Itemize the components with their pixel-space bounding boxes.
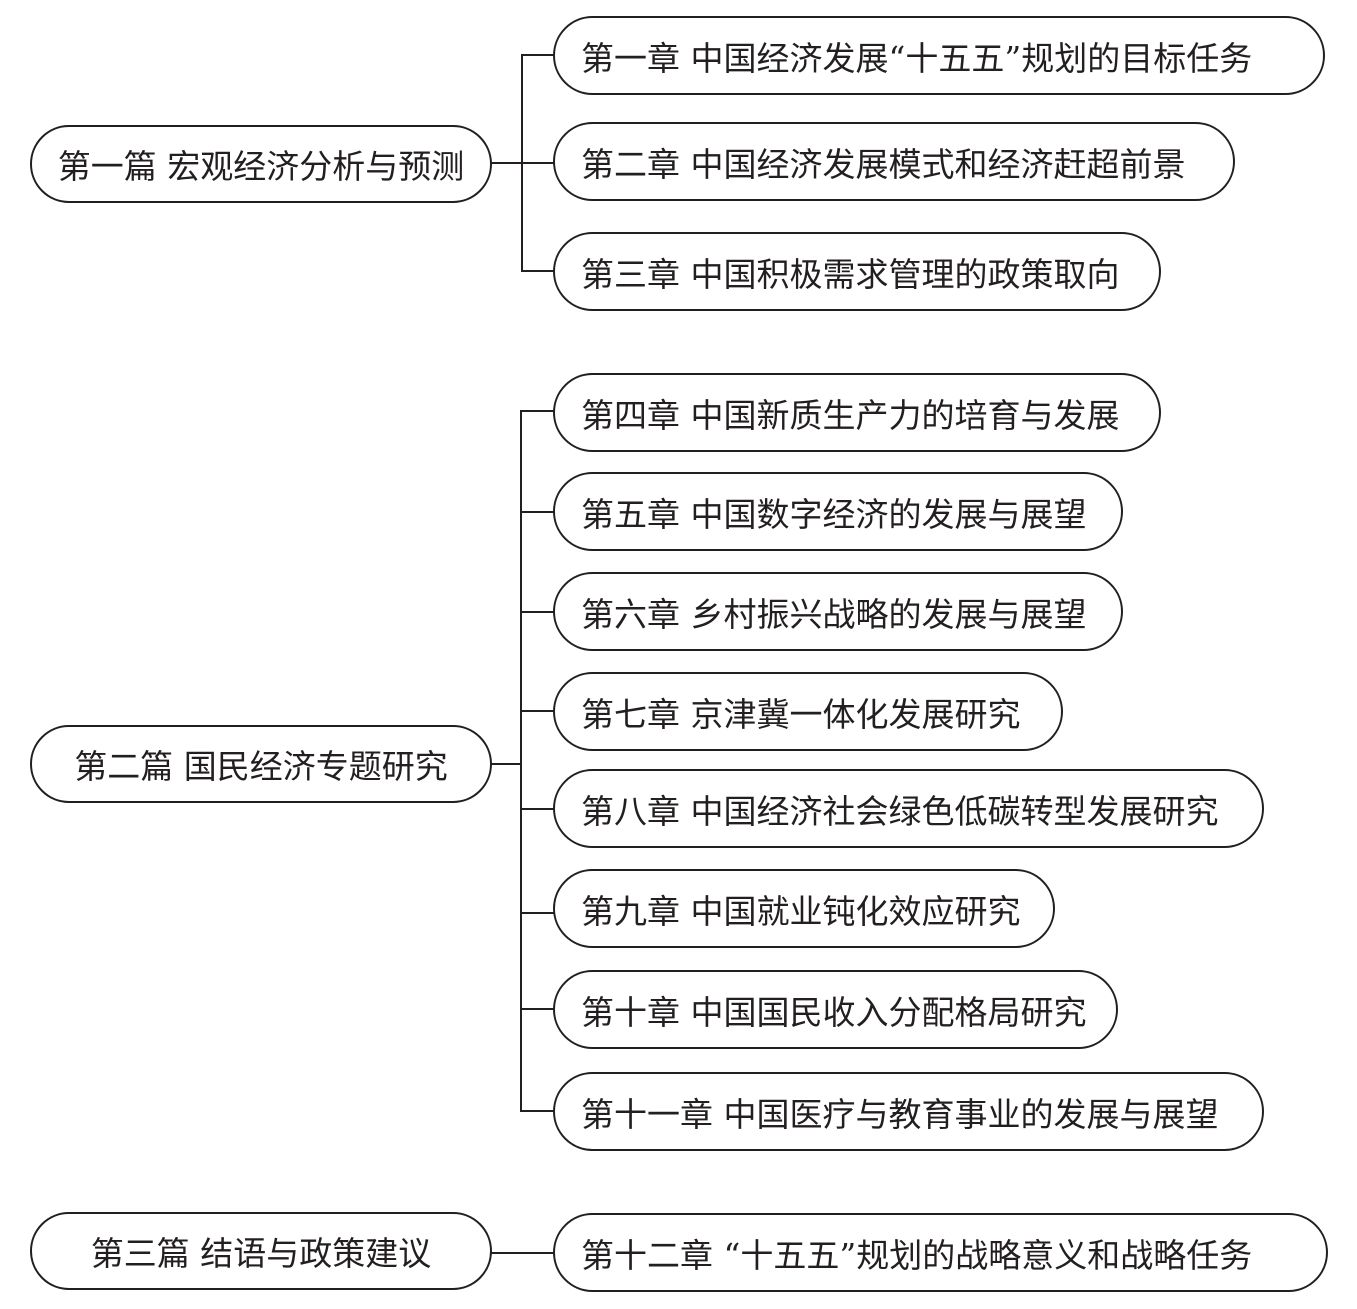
- chapter-label: 第五章 中国数字经济的发展与展望: [581, 494, 1087, 534]
- part-label: 第三篇 结语与政策建议: [90, 1234, 432, 1273]
- connector-ch11: [520, 1110, 555, 1112]
- connector-ch6: [520, 611, 555, 613]
- connector-part2-spine: [520, 410, 522, 1112]
- chapter-node-1: 第一章 中国经济发展“十五五”规划的目标任务: [553, 16, 1325, 95]
- chapter-label: 第十章 中国国民收入分配格局研究: [581, 992, 1087, 1032]
- chapter-node-3: 第三章 中国积极需求管理的政策取向: [553, 232, 1161, 311]
- chapter-node-2: 第二章 中国经济发展模式和经济赶超前景: [553, 122, 1235, 201]
- connector-ch9: [520, 912, 555, 914]
- chapter-node-7: 第七章 京津冀一体化发展研究: [553, 672, 1063, 751]
- connector-part2-trunk: [490, 763, 522, 765]
- chapter-node-8: 第八章 中国经济社会绿色低碳转型发展研究: [553, 769, 1264, 848]
- connector-ch2: [521, 162, 555, 164]
- part-node-1: 第一篇 宏观经济分析与预测: [30, 125, 492, 203]
- chapter-label: 第一章 中国经济发展“十五五”规划的目标任务: [581, 38, 1253, 78]
- chapter-label: 第九章 中国就业钝化效应研究: [581, 891, 1021, 931]
- chapter-label: 第八章 中国经济社会绿色低碳转型发展研究: [581, 791, 1219, 831]
- connector-ch8: [520, 808, 555, 810]
- part-node-2: 第二篇 国民经济专题研究: [30, 725, 492, 803]
- connector-ch5: [520, 511, 555, 513]
- chapter-label: 第六章 乡村振兴战略的发展与展望: [581, 594, 1087, 634]
- connector-ch10: [520, 1008, 555, 1010]
- connector-ch3: [521, 270, 555, 272]
- chapter-node-12: 第十二章 “十五五”规划的战略意义和战略任务: [553, 1213, 1328, 1292]
- part-label: 第一篇 宏观经济分析与预测: [57, 147, 465, 186]
- chapter-node-9: 第九章 中国就业钝化效应研究: [553, 869, 1055, 948]
- part-node-3: 第三篇 结语与政策建议: [30, 1212, 492, 1290]
- connector-part3-trunk: [490, 1252, 555, 1254]
- chapter-label: 第四章 中国新质生产力的培育与发展: [581, 395, 1120, 435]
- chapter-label: 第三章 中国积极需求管理的政策取向: [581, 254, 1120, 294]
- chapter-label: 第二章 中国经济发展模式和经济赶超前景: [581, 144, 1186, 184]
- chapter-node-11: 第十一章 中国医疗与教育事业的发展与展望: [553, 1072, 1264, 1151]
- connector-ch4: [520, 410, 555, 412]
- chapter-node-5: 第五章 中国数字经济的发展与展望: [553, 472, 1123, 551]
- connector-ch1: [521, 54, 555, 56]
- connector-ch7: [520, 710, 555, 712]
- chapter-label: 第十二章 “十五五”规划的战略意义和战略任务: [581, 1235, 1253, 1275]
- chapter-label: 第十一章 中国医疗与教育事业的发展与展望: [581, 1094, 1219, 1134]
- chapter-label: 第七章 京津冀一体化发展研究: [581, 694, 1021, 734]
- chapter-node-4: 第四章 中国新质生产力的培育与发展: [553, 373, 1161, 452]
- connector-part1-trunk: [490, 162, 522, 164]
- chapter-node-6: 第六章 乡村振兴战略的发展与展望: [553, 572, 1123, 651]
- part-label: 第二篇 国民经济专题研究: [74, 747, 448, 786]
- chapter-node-10: 第十章 中国国民收入分配格局研究: [553, 970, 1118, 1049]
